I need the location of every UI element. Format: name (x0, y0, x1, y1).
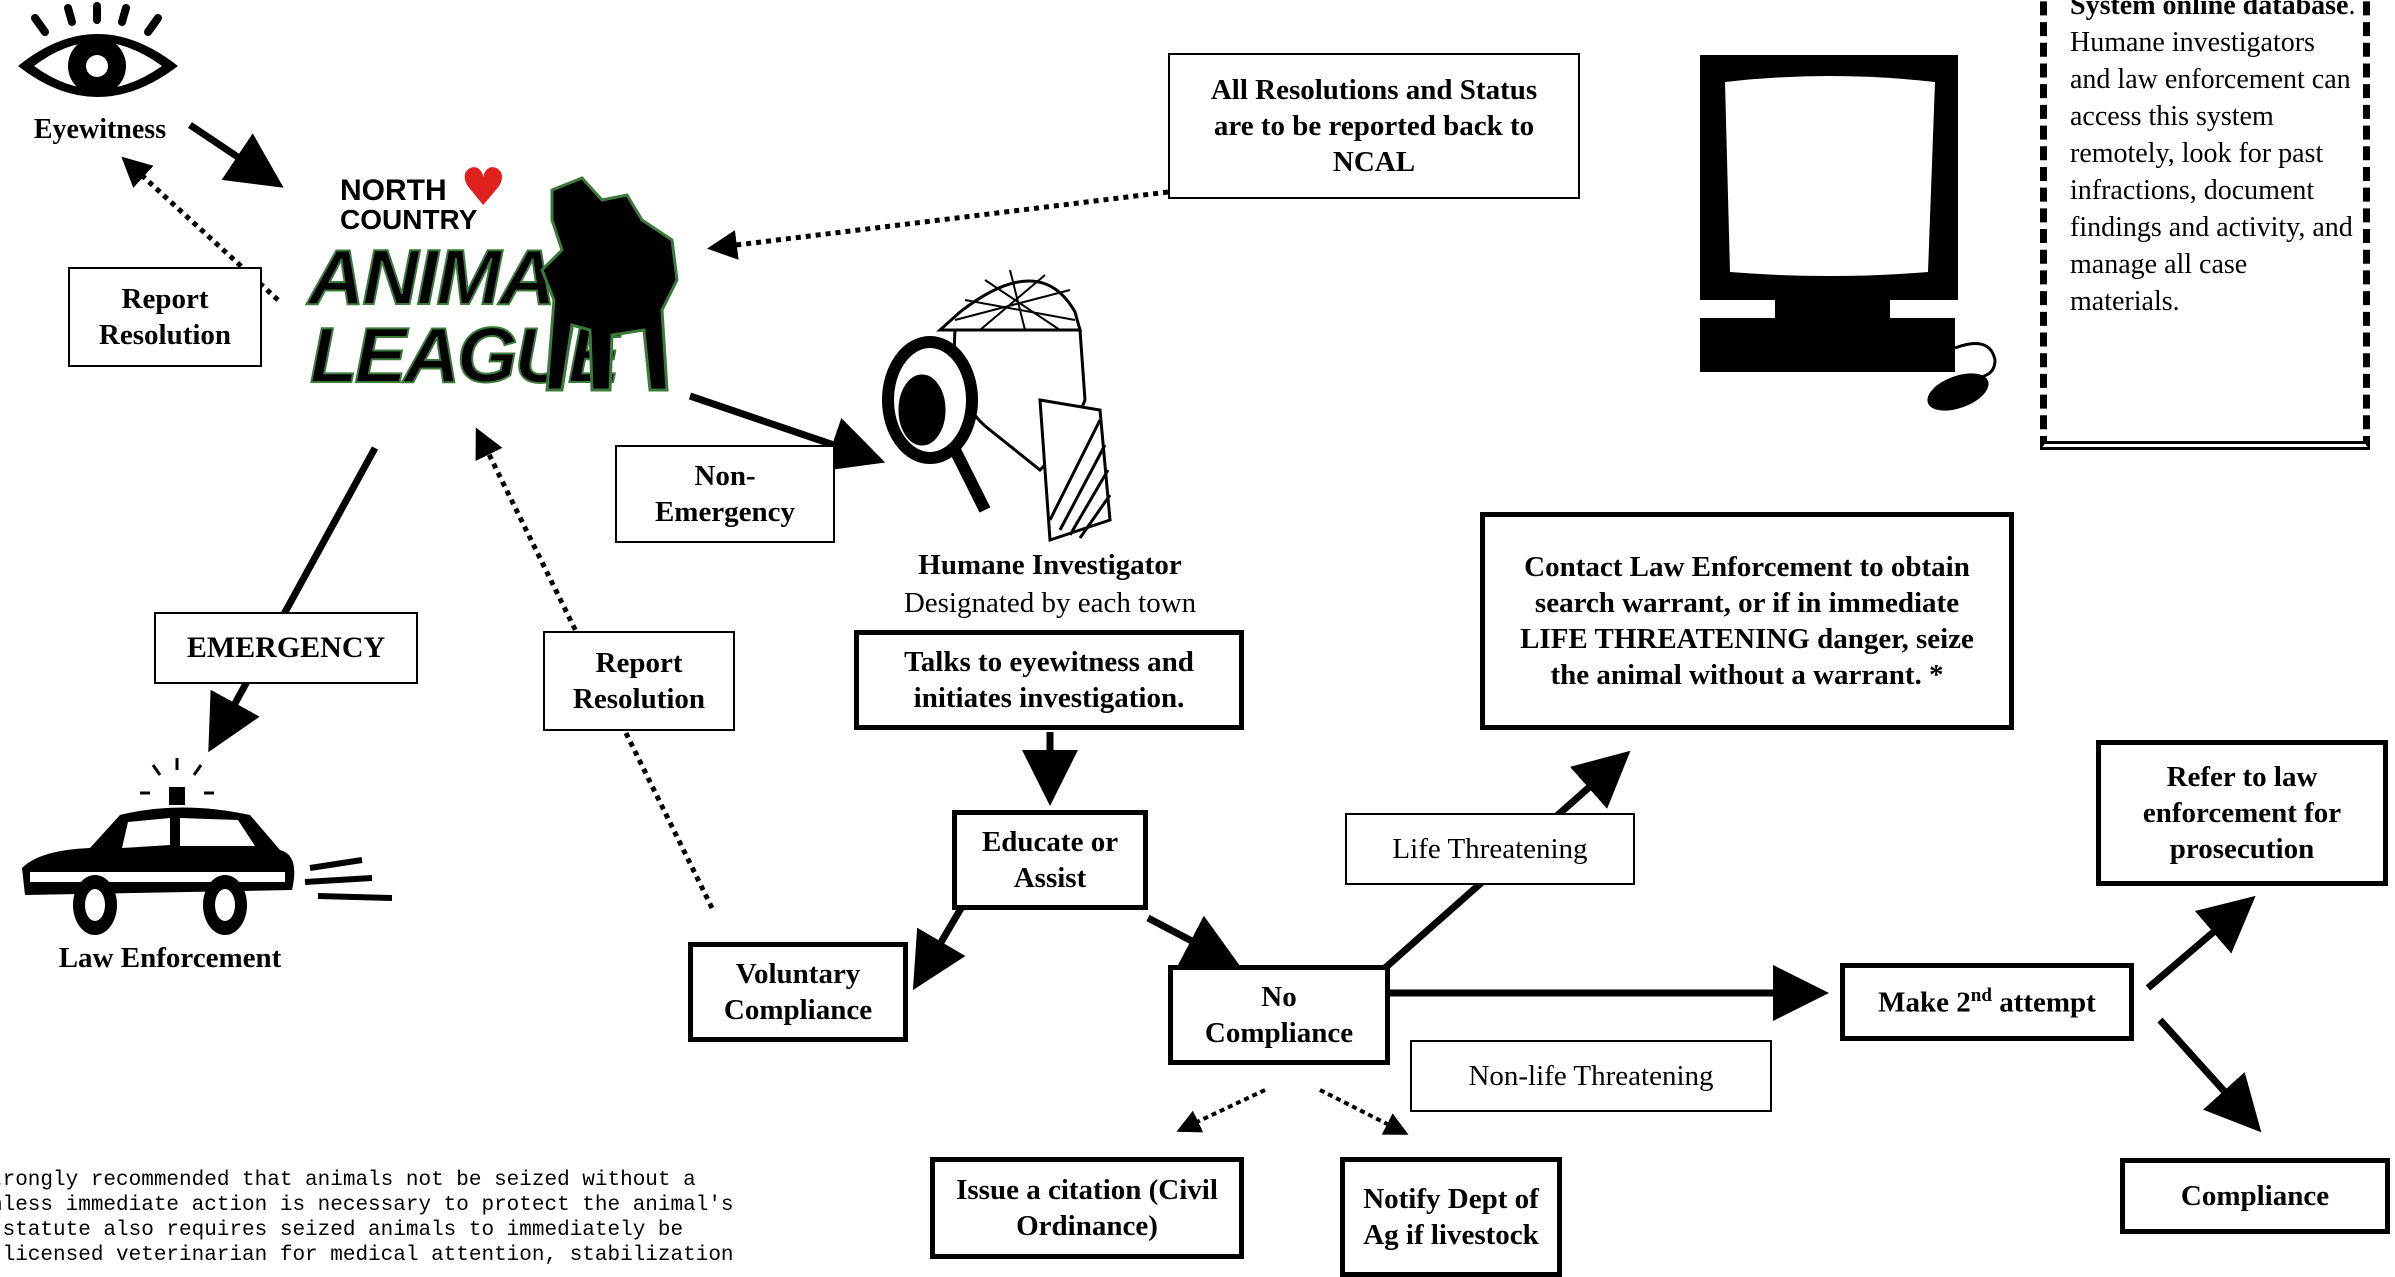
database-body: . Humane investigators and law enforceme… (2070, 0, 2356, 317)
database-description: Cruelty Response System online database.… (2070, 0, 2360, 320)
arrow-status-to-ncal (707, 189, 1169, 260)
police-car-icon (22, 758, 393, 935)
report-resolution-text-2: Report Resolution (572, 646, 706, 715)
arrow-second-to-compliance (2157, 1017, 2262, 1133)
no-compliance-text: No Compliance (1204, 980, 1354, 1049)
humane-investigator-sublabel: Designated by each town (903, 587, 1197, 619)
educate-or-assist-box: Educate or Assist (952, 810, 1148, 910)
talks-to-eyewitness-text: Talks to eyewitness and initiates invest… (904, 645, 1194, 714)
contact-law-enforcement-text: Contact Law Enforcement to obtain search… (1520, 550, 1974, 692)
all-resolutions-text: All Resolutions and Status are to be rep… (1210, 73, 1538, 179)
footnote: trongly recommended that animals not be … (0, 1168, 890, 1268)
life-threatening-text: Life Threatening (1392, 832, 1588, 865)
issue-citation-box: Issue a citation (Civil Ordinance) (930, 1157, 1244, 1259)
ncal-logo: NORTH ♥ COUNTRY ANIMAL LEAGUE (300, 160, 680, 400)
make-second-attempt-box: Make 2nd attempt (1840, 963, 2134, 1041)
emergency-box: EMERGENCY (154, 612, 418, 684)
eye-icon (18, 2, 178, 97)
arrow-ncal-to-investigator (688, 392, 886, 471)
arrow-eyewitness-to-ncal (188, 122, 284, 188)
law-enforcement-label: Law Enforcement (58, 942, 282, 974)
database-title: Cruelty Response System online database (2070, 0, 2349, 21)
footnote-line-2: nless immediate action is necessary to p… (0, 1194, 734, 1217)
ncal-logo-country: COUNTRY (340, 204, 478, 235)
make-second-attempt-post: attempt (1991, 986, 2096, 1019)
issue-citation-text: Issue a citation (Civil Ordinance) (956, 1173, 1218, 1242)
computer-icon (1700, 55, 1997, 411)
footnote-line-1: trongly recommended that animals not be … (0, 1169, 696, 1192)
make-second-attempt-text: Make 2nd attempt (1878, 984, 2096, 1021)
eyewitness-label: Eyewitness (33, 114, 167, 145)
database-frame (2040, 0, 2370, 450)
contact-law-enforcement-box: Contact Law Enforcement to obtain search… (1480, 512, 2014, 730)
footnote-line-3: statute also requires seized animals to … (0, 1219, 684, 1242)
notify-dept-ag-text: Notify Dept of Ag if livestock (1363, 1182, 1539, 1251)
arrow-educate-to-nocompliance (1146, 914, 1241, 967)
arrow-nocompliance-to-notify (1319, 1088, 1409, 1135)
report-resolution-text-1: Report Resolution (98, 282, 232, 351)
make-second-attempt-pre: Make 2 (1878, 986, 1971, 1019)
make-second-attempt-sup: nd (1970, 984, 1992, 1006)
voluntary-compliance-text: Voluntary Compliance (723, 957, 873, 1026)
non-life-threatening-text: Non-life Threatening (1468, 1059, 1714, 1092)
non-emergency-box: Non-Emergency (615, 445, 835, 543)
footnote-line-4: licensed veterinarian for medical attent… (0, 1244, 734, 1267)
non-life-threatening-box: Non-life Threatening (1410, 1040, 1772, 1112)
refer-to-law-enforcement-box: Refer to law enforcement for prosecution (2096, 740, 2388, 886)
arrow-nocompliance-to-citation (1176, 1088, 1266, 1133)
talks-to-eyewitness-box: Talks to eyewitness and initiates invest… (854, 630, 1244, 730)
report-resolution-box-1: Report Resolution (68, 267, 262, 367)
compliance-box: Compliance (2120, 1158, 2390, 1234)
refer-to-law-enforcement-text: Refer to law enforcement for prosecution (2142, 760, 2342, 866)
life-threatening-box: Life Threatening (1345, 813, 1635, 885)
arrow-second-to-refer (2145, 895, 2256, 991)
heart-icon: ♥ (460, 158, 507, 218)
emergency-text: EMERGENCY (186, 631, 386, 665)
ncal-logo-north: NORTH (340, 174, 447, 207)
all-resolutions-box: All Resolutions and Status are to be rep… (1168, 53, 1580, 199)
arrow-ncal-to-law (208, 446, 379, 753)
report-resolution-box-2: Report Resolution (543, 631, 735, 731)
arrow-voluntary-to-ncal (475, 427, 715, 910)
voluntary-compliance-box: Voluntary Compliance (688, 942, 908, 1042)
dog-silhouette-icon (540, 176, 679, 392)
educate-or-assist-text: Educate or Assist (981, 825, 1119, 894)
non-emergency-text: Non-Emergency (654, 459, 796, 528)
no-compliance-box: No Compliance (1168, 965, 1390, 1065)
detective-icon (882, 269, 1112, 543)
notify-dept-ag-box: Notify Dept of Ag if livestock (1340, 1157, 1562, 1277)
compliance-text: Compliance (2180, 1179, 2330, 1212)
humane-investigator-label: Humane Investigator (918, 549, 1182, 581)
